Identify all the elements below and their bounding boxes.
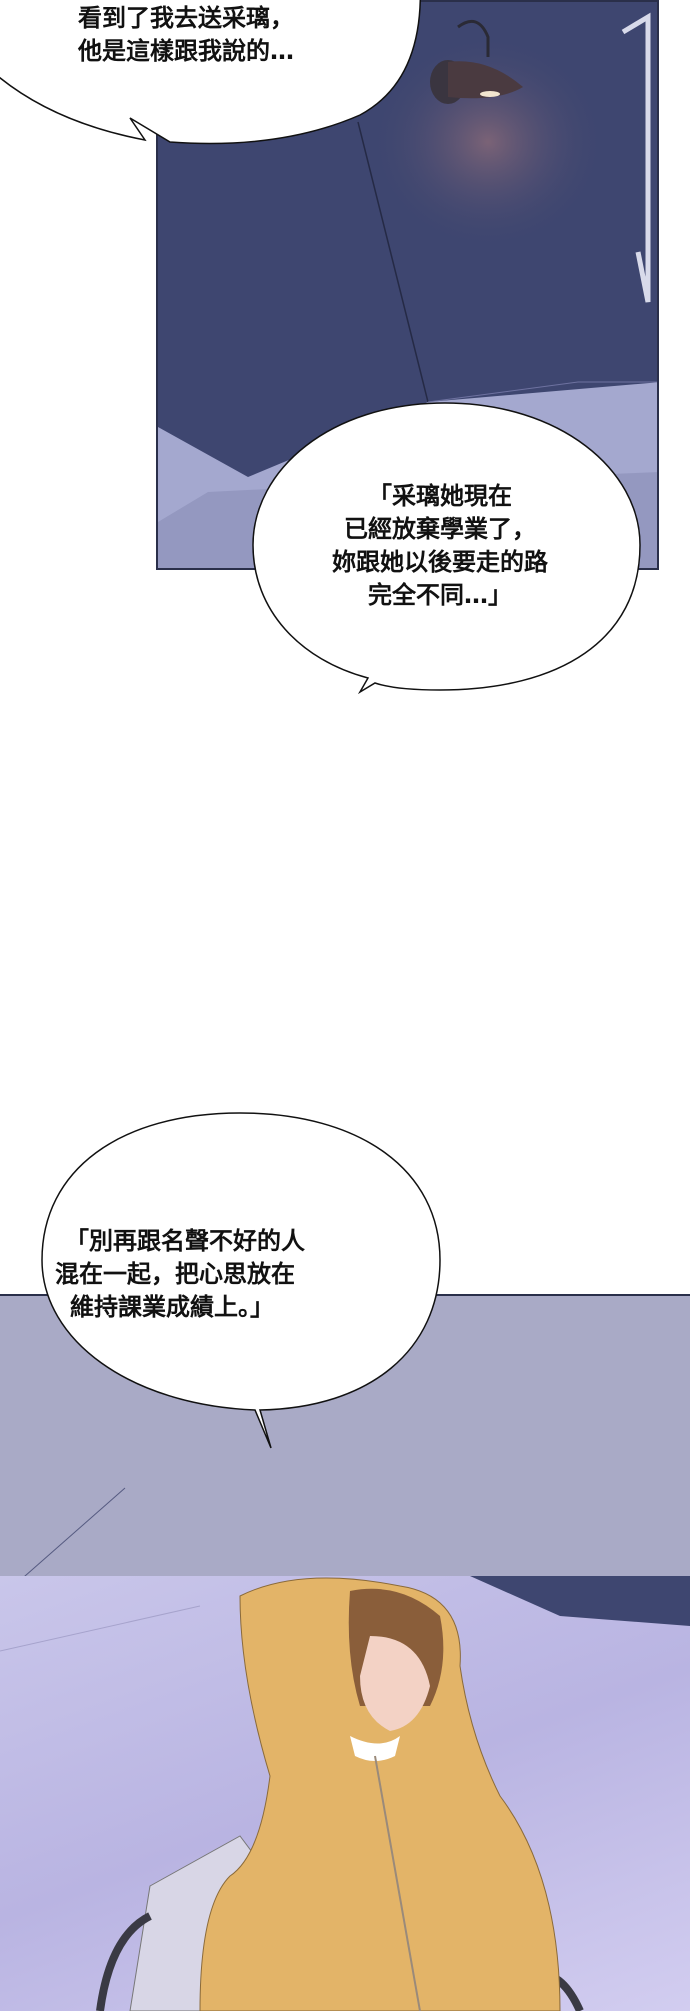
bubble-2-line: 已經放棄學業了， xyxy=(344,515,536,543)
panel-table-surface xyxy=(0,1294,690,1578)
wall-lamp-icon xyxy=(430,19,523,104)
speech-bubble-1-shape xyxy=(0,0,421,145)
bubble-3-line: 「別再跟名聲不好的人 xyxy=(65,1227,305,1255)
speech-bubble-3: 「別再跟名聲不好的人 混在一起，把心思放在 維持課業成績上。」 xyxy=(55,1225,425,1324)
bubble-1-line: 他是這樣跟我說的… xyxy=(78,37,294,65)
panel-girl-in-hoodie xyxy=(0,1576,690,2011)
girl-hoodie-art xyxy=(0,1576,690,2011)
speech-bubble-2-shape xyxy=(252,402,641,695)
bubble-3-line: 維持課業成績上。」 xyxy=(70,1293,274,1321)
bubble-1-line: 看到了我去送采璃， xyxy=(78,4,294,32)
table-edge-art xyxy=(21,1487,126,1578)
speech-bubble-2: 「采璃她現在 已經放棄學業了， 妳跟她以後要走的路 完全不同…」 xyxy=(270,480,610,612)
bubble-2-line: 妳跟她以後要走的路 xyxy=(332,548,548,576)
speech-bubble-1: 看到了我去送采璃， 他是這樣跟我說的… xyxy=(78,2,294,68)
bubble-2-line: 完全不同…」 xyxy=(368,581,512,609)
bubble-3-line: 混在一起，把心思放在 xyxy=(55,1260,295,1288)
bubble-2-line: 「采璃她現在 xyxy=(368,482,512,510)
